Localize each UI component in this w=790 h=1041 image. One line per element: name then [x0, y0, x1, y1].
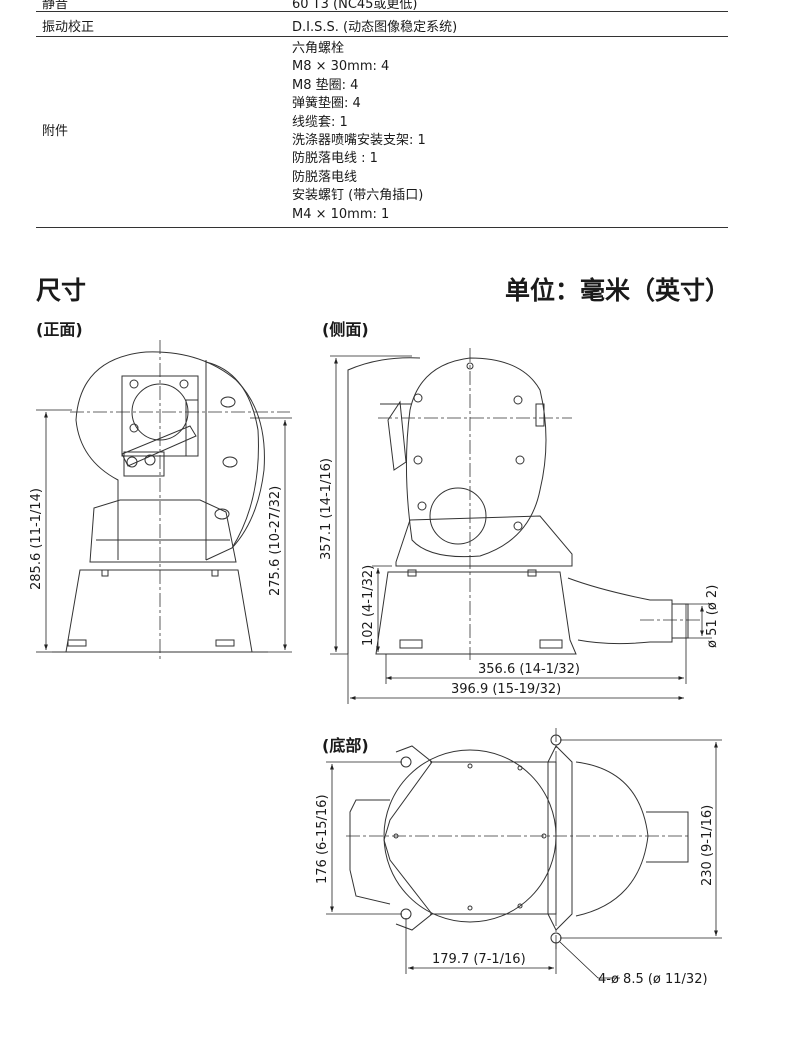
front-view-label: (正面) [36, 320, 83, 339]
bottom-hole-offset: 179.7 (7-1/16) [432, 952, 526, 967]
bottom-view-label: (底部) [322, 736, 369, 755]
side-nozzle-dia: ø 51 (ø 2) [705, 585, 720, 648]
side-view-drawing [347, 357, 689, 655]
accessory-item: 六角螺栓 [292, 41, 345, 56]
accessory-item: M4 × 10mm: 1 [292, 206, 390, 222]
side-depth-base: 356.6 (14-1/32) [478, 662, 580, 677]
accessory-item: M8 × 30mm: 4 [292, 59, 390, 75]
unit-note: 单位：毫米（英寸） [504, 276, 730, 305]
accessory-item: 防脱落电线 [292, 169, 358, 185]
accessory-item: M8 垫圈: 4 [292, 77, 359, 93]
accessory-item: 安装螺钉 (带六角插口) [292, 188, 424, 204]
bottom-holes: 4-ø 8.5 (ø 11/32) [598, 972, 708, 987]
spec-key: 附件 [42, 124, 69, 139]
spec-key: 振动校正 [42, 20, 95, 35]
accessory-item: 线缆套: 1 [292, 114, 348, 130]
bottom-view-drawing [349, 734, 689, 944]
spec-value: 60 T3 (NC45或更低) [292, 0, 418, 12]
accessory-item: 弹簧垫圈: 4 [292, 96, 361, 112]
spec-row-top: 静音 60 T3 (NC45或更低) [36, 0, 728, 12]
accessory-item: 洗涤器喷嘴安装支架: 1 [292, 133, 426, 149]
spec-table: 静音 60 T3 (NC45或更低) 振动校正 D.I.S.S. (动态图像稳定… [36, 0, 728, 228]
front-height-total: 285.6 (11-1/14) [29, 488, 44, 590]
spec-row-accessories: 附件 六角螺栓 M8 × 30mm: 4 M8 垫圈: 4 弹簧垫圈: 4 线缆… [36, 37, 728, 228]
section-title: 尺寸 [36, 276, 87, 305]
bottom-width-outer: 230 (9-1/16) [700, 805, 715, 886]
side-height-total: 357.1 (14-1/16) [319, 458, 334, 560]
side-depth-total: 396.9 (15-19/32) [451, 682, 561, 697]
accessory-list: 六角螺栓 M8 × 30mm: 4 M8 垫圈: 4 弹簧垫圈: 4 线缆套: … [292, 40, 426, 224]
accessory-item: 防脱落电线 : 1 [292, 151, 378, 167]
side-view-label: (侧面) [322, 320, 369, 339]
bottom-width-inner: 176 (6-15/16) [315, 794, 330, 884]
side-base-height: 102 (4-1/32) [361, 565, 376, 646]
front-height-body: 275.6 (10-27/32) [268, 486, 283, 596]
spec-row-stabilization: 振动校正 D.I.S.S. (动态图像稳定系统) [36, 12, 728, 37]
spec-value: D.I.S.S. (动态图像稳定系统) [292, 20, 458, 35]
spec-key: 静音 [42, 0, 69, 12]
